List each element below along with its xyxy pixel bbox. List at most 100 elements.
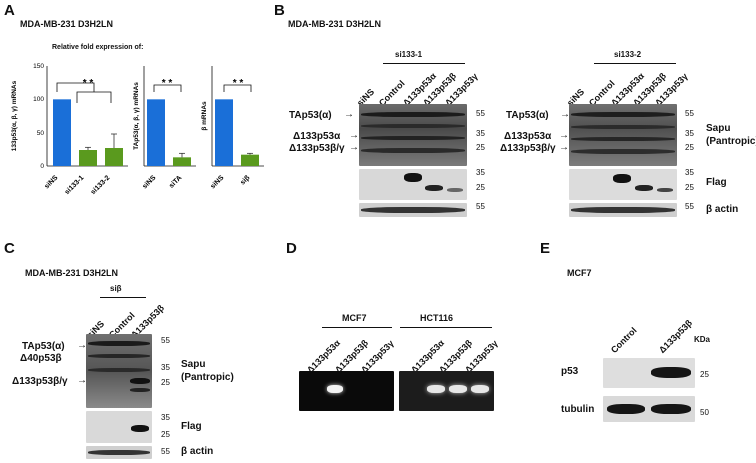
- panel-b2-label-tap53: TAp53(α): [506, 110, 549, 121]
- arrow-icon: →: [560, 109, 570, 120]
- panel-c-actin-marker-55: 55: [161, 447, 170, 456]
- panel-b-label-pantropic: (Pantropic): [706, 136, 756, 147]
- bar-chart-3: β mRNAs * * siNS siβ: [201, 66, 264, 190]
- arrow-icon: →: [77, 340, 87, 351]
- panel-b-marker-35: 35: [476, 129, 485, 138]
- panel-e-marker-50: 50: [700, 408, 709, 417]
- panel-letter-b: B: [274, 2, 285, 19]
- chart3-ylabel: β mRNAs: [201, 101, 208, 131]
- panel-d-group-2-line: [400, 327, 492, 328]
- chart1-cat-2: si133-2: [90, 174, 112, 196]
- bar-charts-svg: 133p53(α, β, γ) mRNAs 150 100 50 0 * * s…: [11, 63, 264, 196]
- panel-b-label-d133bg: Δ133p53β/γ: [289, 143, 345, 154]
- panel-c-marker-55: 55: [161, 336, 170, 345]
- chart1-tick-100: 100: [33, 96, 44, 103]
- chart2-significance: * *: [162, 78, 173, 89]
- panel-c-group-line: [100, 297, 146, 298]
- panel-letter-a: A: [4, 2, 15, 19]
- bar-2-0: [147, 99, 165, 166]
- panel-b2-marker-35: 35: [685, 129, 694, 138]
- chart3-cat-0: siNS: [209, 174, 225, 190]
- panel-b2-label-d133a: Δ133p53α: [504, 131, 552, 142]
- panel-b-label-flag: Flag: [706, 177, 727, 188]
- chart1-tick-50: 50: [37, 130, 45, 137]
- chart1-tick-0: 0: [40, 163, 44, 170]
- panel-c-marker-25: 25: [161, 378, 170, 387]
- panel-d-gel-hct116: [399, 371, 494, 411]
- arrow-icon: →: [559, 130, 569, 141]
- bar-chart-1: 133p53(α, β, γ) mRNAs 150 100 50 0 * * s…: [11, 63, 128, 196]
- arrow-icon: →: [349, 142, 359, 153]
- chart1-bracket: [56, 82, 112, 103]
- bar-3-0: [215, 99, 233, 166]
- panel-e-blot-p53: [603, 358, 695, 388]
- chart3-significance: * *: [233, 78, 244, 89]
- arrow-icon: →: [349, 130, 359, 141]
- panel-b-marker-25: 25: [476, 143, 485, 152]
- arrow-icon: →: [77, 375, 87, 386]
- panel-b2-marker-25: 25: [685, 143, 694, 152]
- panel-c-blot-flag: [86, 411, 152, 443]
- panel-b-actin-marker-55: 55: [476, 202, 485, 211]
- panel-b-group-1: si133-1: [395, 50, 423, 59]
- bar-1-0: [53, 99, 71, 166]
- panel-d-group-1-line: [322, 327, 392, 328]
- panel-b-flag-marker-25: 25: [476, 183, 485, 192]
- panel-a-cell-line: MDA-MB-231 D3H2LN: [20, 19, 114, 29]
- panel-e-label-tubulin: tubulin: [561, 404, 595, 415]
- chart1-cat-1: si133-1: [64, 174, 86, 196]
- bar-3-1: [241, 154, 259, 166]
- panel-c-cell-line: MDA-MB-231 D3H2LN: [25, 268, 119, 278]
- panel-e-lane-control: Control: [608, 325, 639, 355]
- chart3-bracket: [223, 84, 252, 92]
- chart2-cat-0: siNS: [141, 174, 157, 190]
- panel-c-blot-actin: [86, 446, 152, 459]
- chart1-significance: * *: [83, 78, 94, 89]
- panel-b-label-actin: β actin: [706, 204, 739, 215]
- panel-b-group-1-line: [383, 63, 465, 64]
- panel-b-blot-actin-1: [359, 203, 467, 217]
- panel-e-cell-line: MCF7: [567, 268, 592, 278]
- panel-c-label-flag: Flag: [181, 421, 202, 432]
- panel-c-label-pantropic: (Pantropic): [181, 372, 234, 383]
- panel-b2-label-d133bg: Δ133p53β/γ: [500, 143, 556, 154]
- panel-b2-actin-marker-55: 55: [685, 202, 694, 211]
- panel-b-blot-actin-2: [569, 203, 677, 217]
- panel-c-marker-35: 35: [161, 363, 170, 372]
- panel-b-marker-55: 55: [476, 109, 485, 118]
- panel-b-cell-line: MDA-MB-231 D3H2LN: [288, 19, 382, 29]
- bar-1-1: [79, 150, 97, 166]
- arrow-icon: →: [559, 142, 569, 153]
- panel-b-flag-marker-35: 35: [476, 168, 485, 177]
- panel-c-group: siβ: [110, 284, 122, 293]
- chart3-cat-1: siβ: [239, 174, 252, 187]
- panel-e-label-p53: p53: [561, 366, 579, 377]
- panel-d-gel-mcf7: [299, 371, 394, 411]
- panel-e-marker-25: 25: [700, 370, 709, 379]
- panel-e-blot-tubulin: [603, 396, 695, 422]
- panel-e-kda: KDa: [694, 335, 711, 344]
- panel-e-lane-d133b: Δ133p53β: [656, 317, 695, 355]
- chart2-cat-1: siTA: [168, 174, 183, 189]
- panel-c-label-actin: β actin: [181, 446, 214, 457]
- panel-d-group-2: HCT116: [420, 313, 454, 323]
- panel-b-blot-flag-1: [359, 169, 467, 200]
- panel-d-group-1: MCF7: [342, 313, 367, 323]
- panel-c-label-d133bg: Δ133p53β/γ: [12, 376, 68, 387]
- panel-letter-c: C: [4, 240, 15, 257]
- chart1-ylabel: 133p53(α, β, γ) mRNAs: [11, 80, 18, 151]
- arrow-icon: →: [344, 109, 354, 120]
- panel-b-group-2-line: [594, 63, 676, 64]
- bar-1-2: [105, 148, 123, 166]
- chart2-ylabel: TAp53(α, β, γ) mRNAs: [133, 82, 140, 150]
- panel-b-blot-flag-2: [569, 169, 677, 200]
- panel-c-label-sapu: Sapu: [181, 359, 206, 370]
- panel-c-blot-sapu: [86, 334, 152, 408]
- chart1-tick-150: 150: [33, 63, 44, 70]
- panel-c-label-tap53: TAp53(α): [22, 341, 65, 352]
- panel-b-label-tap53: TAp53(α): [289, 110, 332, 121]
- panel-b-group-2: si133-2: [614, 50, 642, 59]
- panel-c-label-d40: Δ40p53β: [20, 353, 62, 364]
- bar-chart-2: TAp53(α, β, γ) mRNAs * * siNS siTA: [133, 66, 196, 190]
- panel-b2-flag-marker-25: 25: [685, 183, 694, 192]
